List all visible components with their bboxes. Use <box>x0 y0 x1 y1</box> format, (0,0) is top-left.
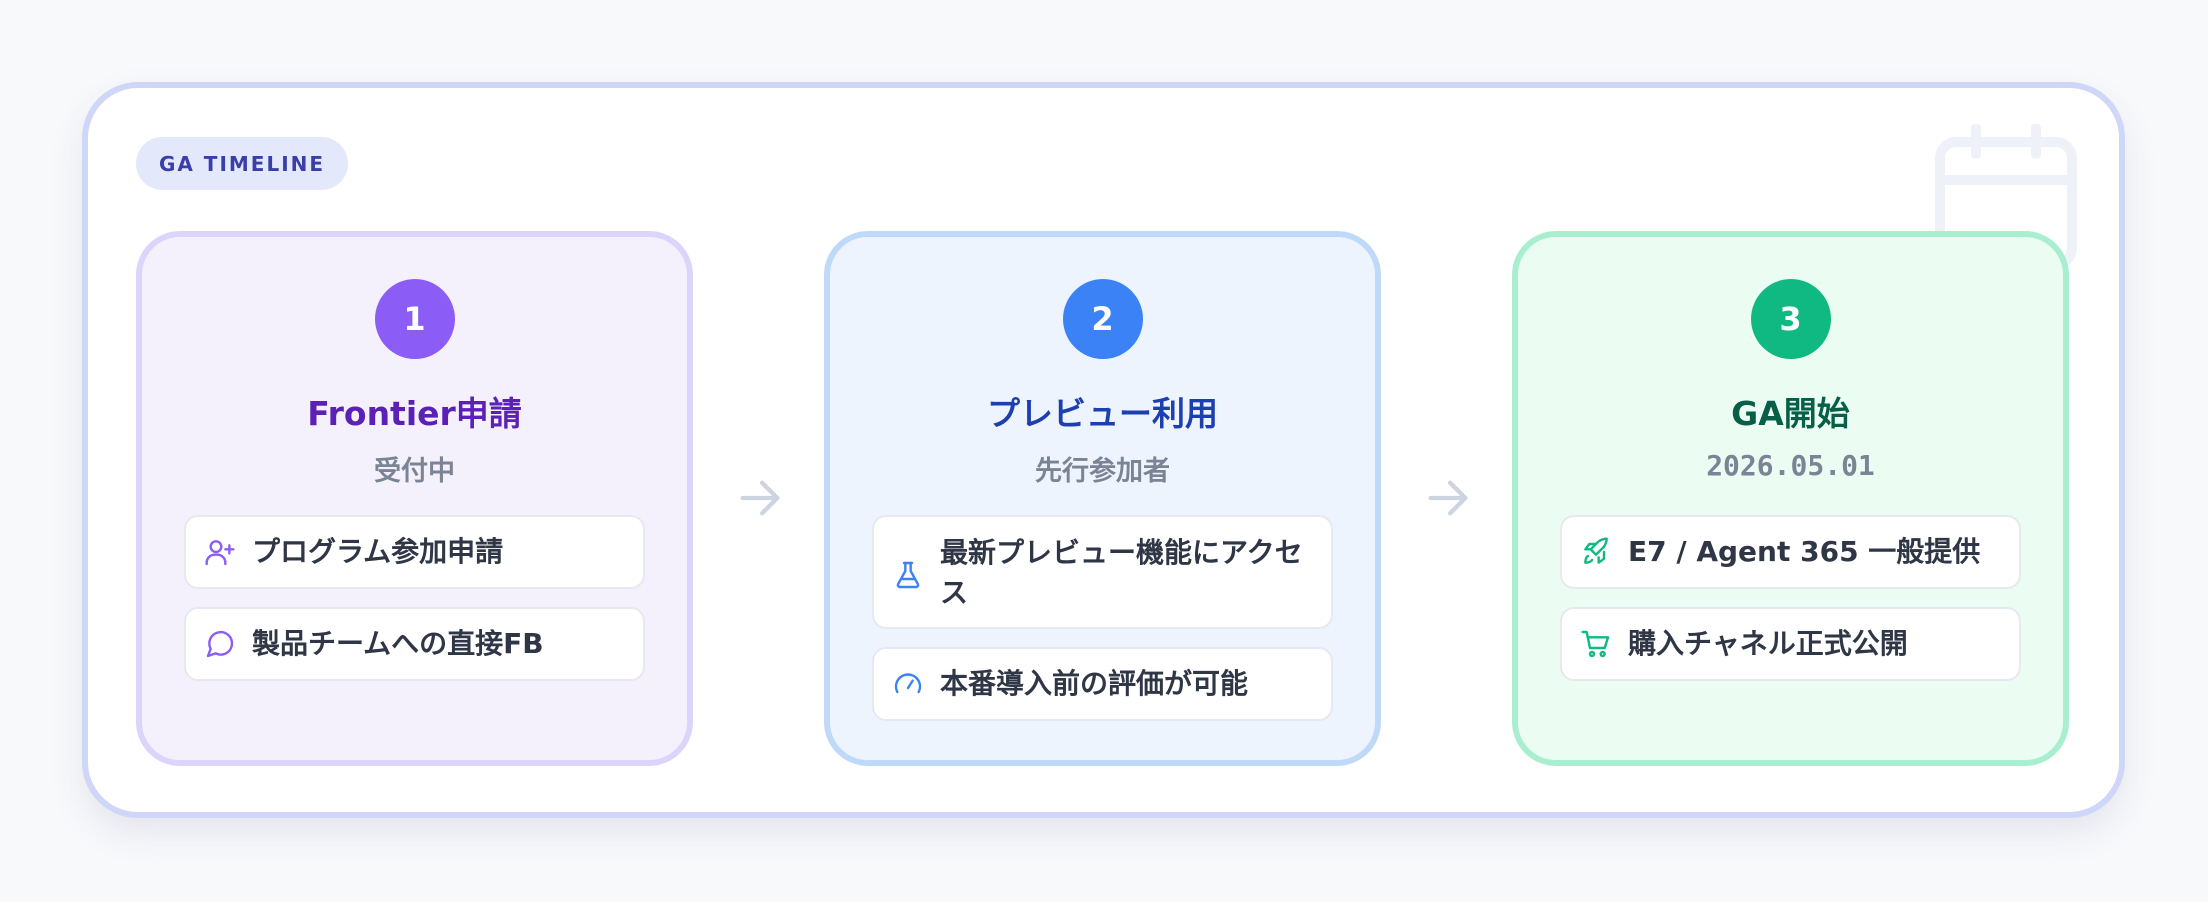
stage-date: 2026.05.01 <box>1706 449 1875 482</box>
cart-icon <box>1578 626 1614 662</box>
item-text: 製品チームへの直接FB <box>252 627 544 660</box>
list-item: 購入チャネル正式公開 <box>1560 607 2021 681</box>
step-number: 1 <box>374 279 455 359</box>
stage-frontier-application: 1 Frontier申請 受付中 プログラム参加申請 製品チームへの直接FB <box>136 231 693 766</box>
gauge-icon <box>890 666 926 702</box>
item-text: 本番導入前の評価が可能 <box>940 667 1249 700</box>
chat-bubble-icon <box>202 626 238 662</box>
list-item: プログラム参加申請 <box>184 515 645 589</box>
stage-preview-usage: 2 プレビュー利用 先行参加者 最新プレビュー機能にアクセス 本番導入前の評価が… <box>824 231 1381 766</box>
stage-title: Frontier申請 <box>307 394 522 433</box>
arrow-right-icon <box>1428 480 1468 516</box>
stage-title: プレビュー利用 <box>987 394 1218 433</box>
stage-ga-start: 3 GA開始 2026.05.01 E7 / Agent 365 一般提供 購入… <box>1512 231 2069 766</box>
stage-subtitle: 先行参加者 <box>1035 456 1170 487</box>
list-item: 製品チームへの直接FB <box>184 607 645 681</box>
arrow-right-icon <box>740 480 780 516</box>
step-number: 2 <box>1062 279 1143 359</box>
item-text: プログラム参加申請 <box>252 535 504 568</box>
item-text: E7 / Agent 365 一般提供 <box>1628 535 1981 568</box>
stage-title: GA開始 <box>1731 394 1850 433</box>
user-plus-icon <box>202 534 238 570</box>
list-item: 本番導入前の評価が可能 <box>872 647 1333 721</box>
rocket-icon <box>1578 534 1614 570</box>
step-number: 3 <box>1750 279 1831 359</box>
item-text: 最新プレビュー機能にアクセス <box>940 536 1303 609</box>
timeline-badge: GA TIMELINE <box>136 137 348 190</box>
flask-icon <box>890 557 926 593</box>
item-text: 購入チャネル正式公開 <box>1628 627 1908 660</box>
list-item: 最新プレビュー機能にアクセス <box>872 515 1333 629</box>
stage-subtitle: 受付中 <box>374 456 455 487</box>
list-item: E7 / Agent 365 一般提供 <box>1560 515 2021 589</box>
